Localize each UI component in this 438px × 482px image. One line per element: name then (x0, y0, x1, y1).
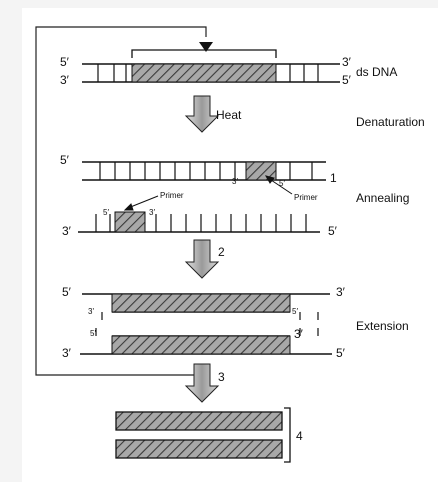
product-bracket (284, 407, 291, 463)
ds-dna-strand (82, 63, 340, 83)
primer-pointer-right (264, 175, 293, 195)
anneal-bottom-primer-5prime: 5′ (103, 208, 109, 217)
primer-label-right: Primer (294, 193, 318, 202)
diagram-panel (22, 8, 438, 482)
primer-pointer-left (123, 195, 159, 211)
target-region-bracket (131, 49, 277, 58)
ds-top-3prime: 3′ (342, 55, 352, 69)
ext2-top-3prime: 3′ (294, 327, 304, 341)
ext2-top-5prime: 5' (90, 329, 96, 338)
denaturation-label: Denaturation (356, 115, 425, 129)
annealing-top-strand (82, 161, 326, 181)
extension-strand-2 (80, 328, 332, 355)
ext1-top-3prime: 3′ (336, 285, 346, 299)
ds-bottom-5prime: 5′ (342, 73, 352, 87)
cycle-loop-line (35, 26, 207, 376)
ext1-bottom-3prime: 3' (88, 307, 94, 316)
step-4-label: 4 (296, 429, 303, 443)
cut-arrow-icon (199, 42, 213, 52)
anneal-bottom-primer-3prime: 3′ (149, 208, 155, 217)
ds-top-5prime: 5′ (60, 55, 70, 69)
ext2-bottom-3prime: 3′ (62, 346, 72, 360)
step-3-label: 3 (218, 370, 225, 384)
step-1-label: 1 (330, 171, 337, 185)
step-2-label: 2 (218, 245, 225, 259)
anneal-top-primer-3prime: 3′ (232, 177, 238, 186)
annealing-bottom-strand (78, 211, 320, 233)
ext1-bottom-5prime: 5′ (292, 307, 298, 316)
step-2-arrow-icon (184, 239, 220, 279)
anneal-bottom-5prime: 5′ (328, 224, 338, 238)
ds-bottom-3prime: 3′ (60, 73, 70, 87)
primer-label-left: Primer (160, 191, 184, 200)
anneal-top-primer-5prime: 5′ (279, 179, 285, 188)
product-duplex-2 (115, 439, 283, 459)
step-3-arrow-icon (184, 363, 220, 403)
anneal-top-5prime: 5′ (60, 153, 70, 167)
annealing-label: Annealing (356, 191, 409, 205)
product-duplex-1 (115, 411, 283, 431)
extension-strand-1 (82, 293, 330, 320)
ext1-top-5prime: 5′ (62, 285, 72, 299)
ds-dna-label: ds DNA (356, 65, 397, 79)
extension-label: Extension (356, 319, 409, 333)
anneal-bottom-3prime: 3′ (62, 224, 72, 238)
ext2-bottom-5prime: 5′ (336, 346, 346, 360)
heat-arrow-icon (184, 95, 220, 133)
heat-label: Heat (216, 108, 242, 122)
